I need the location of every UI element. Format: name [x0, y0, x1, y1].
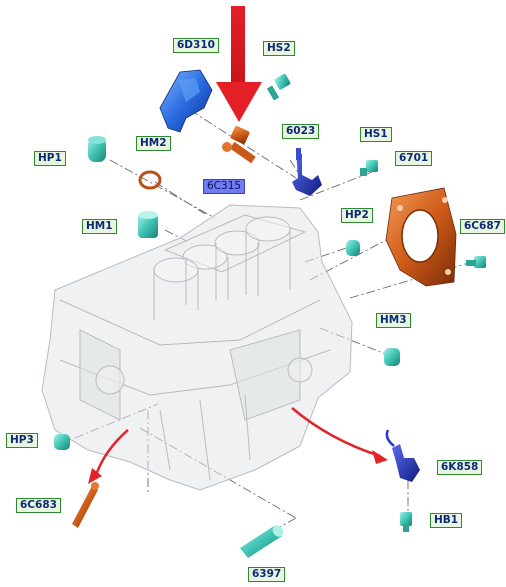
part-hp1: [88, 136, 106, 162]
part-hs2: [266, 74, 291, 101]
part-6701: [385, 187, 457, 287]
part-6k858: [385, 429, 420, 482]
part-6c683: [72, 482, 99, 528]
part-6d310: [159, 69, 213, 133]
arrowhead-right: [372, 450, 388, 464]
label-hs1[interactable]: HS1: [360, 127, 392, 142]
engine-block: [41, 204, 353, 491]
part-hp2: [346, 240, 360, 256]
label-6c687[interactable]: 6C687: [460, 219, 505, 234]
label-6023[interactable]: 6023: [282, 124, 320, 139]
label-hm2[interactable]: HM2: [136, 136, 171, 151]
curved-red-arrows: [94, 407, 381, 476]
label-6k858[interactable]: 6K858: [437, 460, 483, 475]
label-6d310[interactable]: 6D310: [173, 38, 219, 53]
part-hb1: [400, 512, 412, 532]
part-hm3: [384, 348, 400, 366]
label-6c315[interactable]: 6C315: [203, 179, 246, 194]
label-hp3[interactable]: HP3: [6, 433, 38, 448]
big-red-arrow: [216, 6, 262, 122]
part-hs1: [360, 160, 378, 176]
part-hp3: [54, 434, 70, 450]
label-hp2[interactable]: HP2: [341, 208, 373, 223]
part-hm1: [138, 211, 158, 238]
part-6c315: [222, 125, 256, 164]
part-6397: [240, 525, 284, 558]
part-6023: [292, 148, 322, 196]
label-6701[interactable]: 6701: [395, 151, 433, 166]
label-hp1[interactable]: HP1: [34, 151, 66, 166]
label-hm1[interactable]: HM1: [82, 219, 117, 234]
label-6c683[interactable]: 6C683: [16, 498, 61, 513]
part-6c687: [466, 256, 486, 268]
label-hs2[interactable]: HS2: [263, 41, 295, 56]
label-hm3[interactable]: HM3: [376, 313, 411, 328]
arrowhead-left: [88, 468, 102, 484]
part-hm2: [138, 170, 162, 190]
label-hb1[interactable]: HB1: [430, 513, 463, 528]
label-6397[interactable]: 6397: [248, 567, 286, 582]
